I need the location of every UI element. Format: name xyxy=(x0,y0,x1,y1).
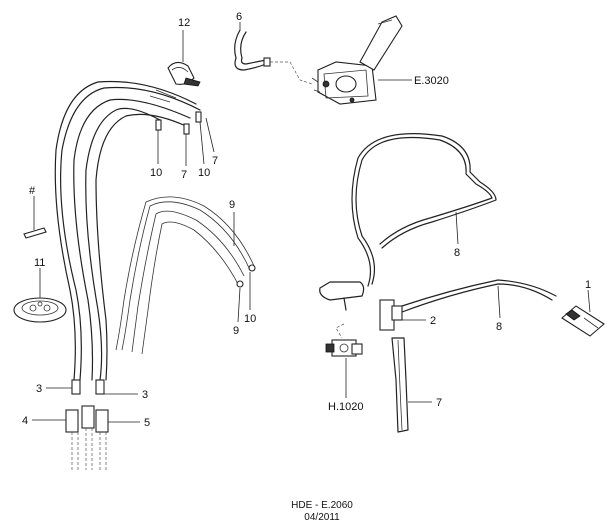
callout-10c: 10 xyxy=(244,313,256,325)
callout-7c: 7 xyxy=(436,397,442,409)
leader-8a xyxy=(455,211,459,245)
part-1-end-connector xyxy=(561,305,605,337)
footer-date: 04/2011 xyxy=(304,512,340,523)
part-6-hose xyxy=(234,29,271,71)
callout-h1020: H.1020 xyxy=(328,401,363,413)
callout-8a: 8 xyxy=(454,247,460,259)
callout-hash: # xyxy=(29,185,36,197)
callout-5: 5 xyxy=(144,417,150,429)
wire-loom-center xyxy=(115,196,256,355)
callout-12: 12 xyxy=(178,17,190,29)
dashed-link-6 xyxy=(270,61,313,85)
callout-6: 6 xyxy=(236,11,242,23)
callout-7a: 7 xyxy=(181,169,187,181)
callout-3b: 3 xyxy=(142,389,148,401)
callout-2: 2 xyxy=(430,315,436,327)
callout-8b: 8 xyxy=(496,321,502,333)
callout-1: 1 xyxy=(585,279,591,291)
leader-1 xyxy=(587,289,591,313)
part-2-tee-fitting xyxy=(343,279,557,331)
part-8-pipe-upper xyxy=(319,133,497,301)
small-valve-h1020 xyxy=(325,323,363,357)
leader-8b xyxy=(497,285,501,319)
part-11-grommet xyxy=(13,297,67,323)
connector-sleeves xyxy=(65,379,109,470)
tube-bundle-left xyxy=(54,80,202,381)
callout-10b: 10 xyxy=(198,167,210,179)
callout-9b: 9 xyxy=(233,325,239,337)
footer-reference: HDE - E.2060 xyxy=(291,500,353,511)
leader-9b xyxy=(237,287,241,323)
callout-3a: 3 xyxy=(36,383,42,395)
leader-10b xyxy=(199,121,205,165)
leader-7b xyxy=(205,117,215,153)
callout-4: 4 xyxy=(22,415,28,427)
part-hash-strip xyxy=(23,227,47,239)
callout-7b: 7 xyxy=(212,155,218,167)
part-7-hose-lower xyxy=(391,337,409,433)
callout-9a: 9 xyxy=(229,199,235,211)
part-12-clip xyxy=(167,61,201,87)
callout-10a: 10 xyxy=(150,167,162,179)
lever-valve-assembly xyxy=(311,15,403,105)
callout-e3020: E.3020 xyxy=(414,75,449,87)
callout-11: 11 xyxy=(34,257,45,269)
